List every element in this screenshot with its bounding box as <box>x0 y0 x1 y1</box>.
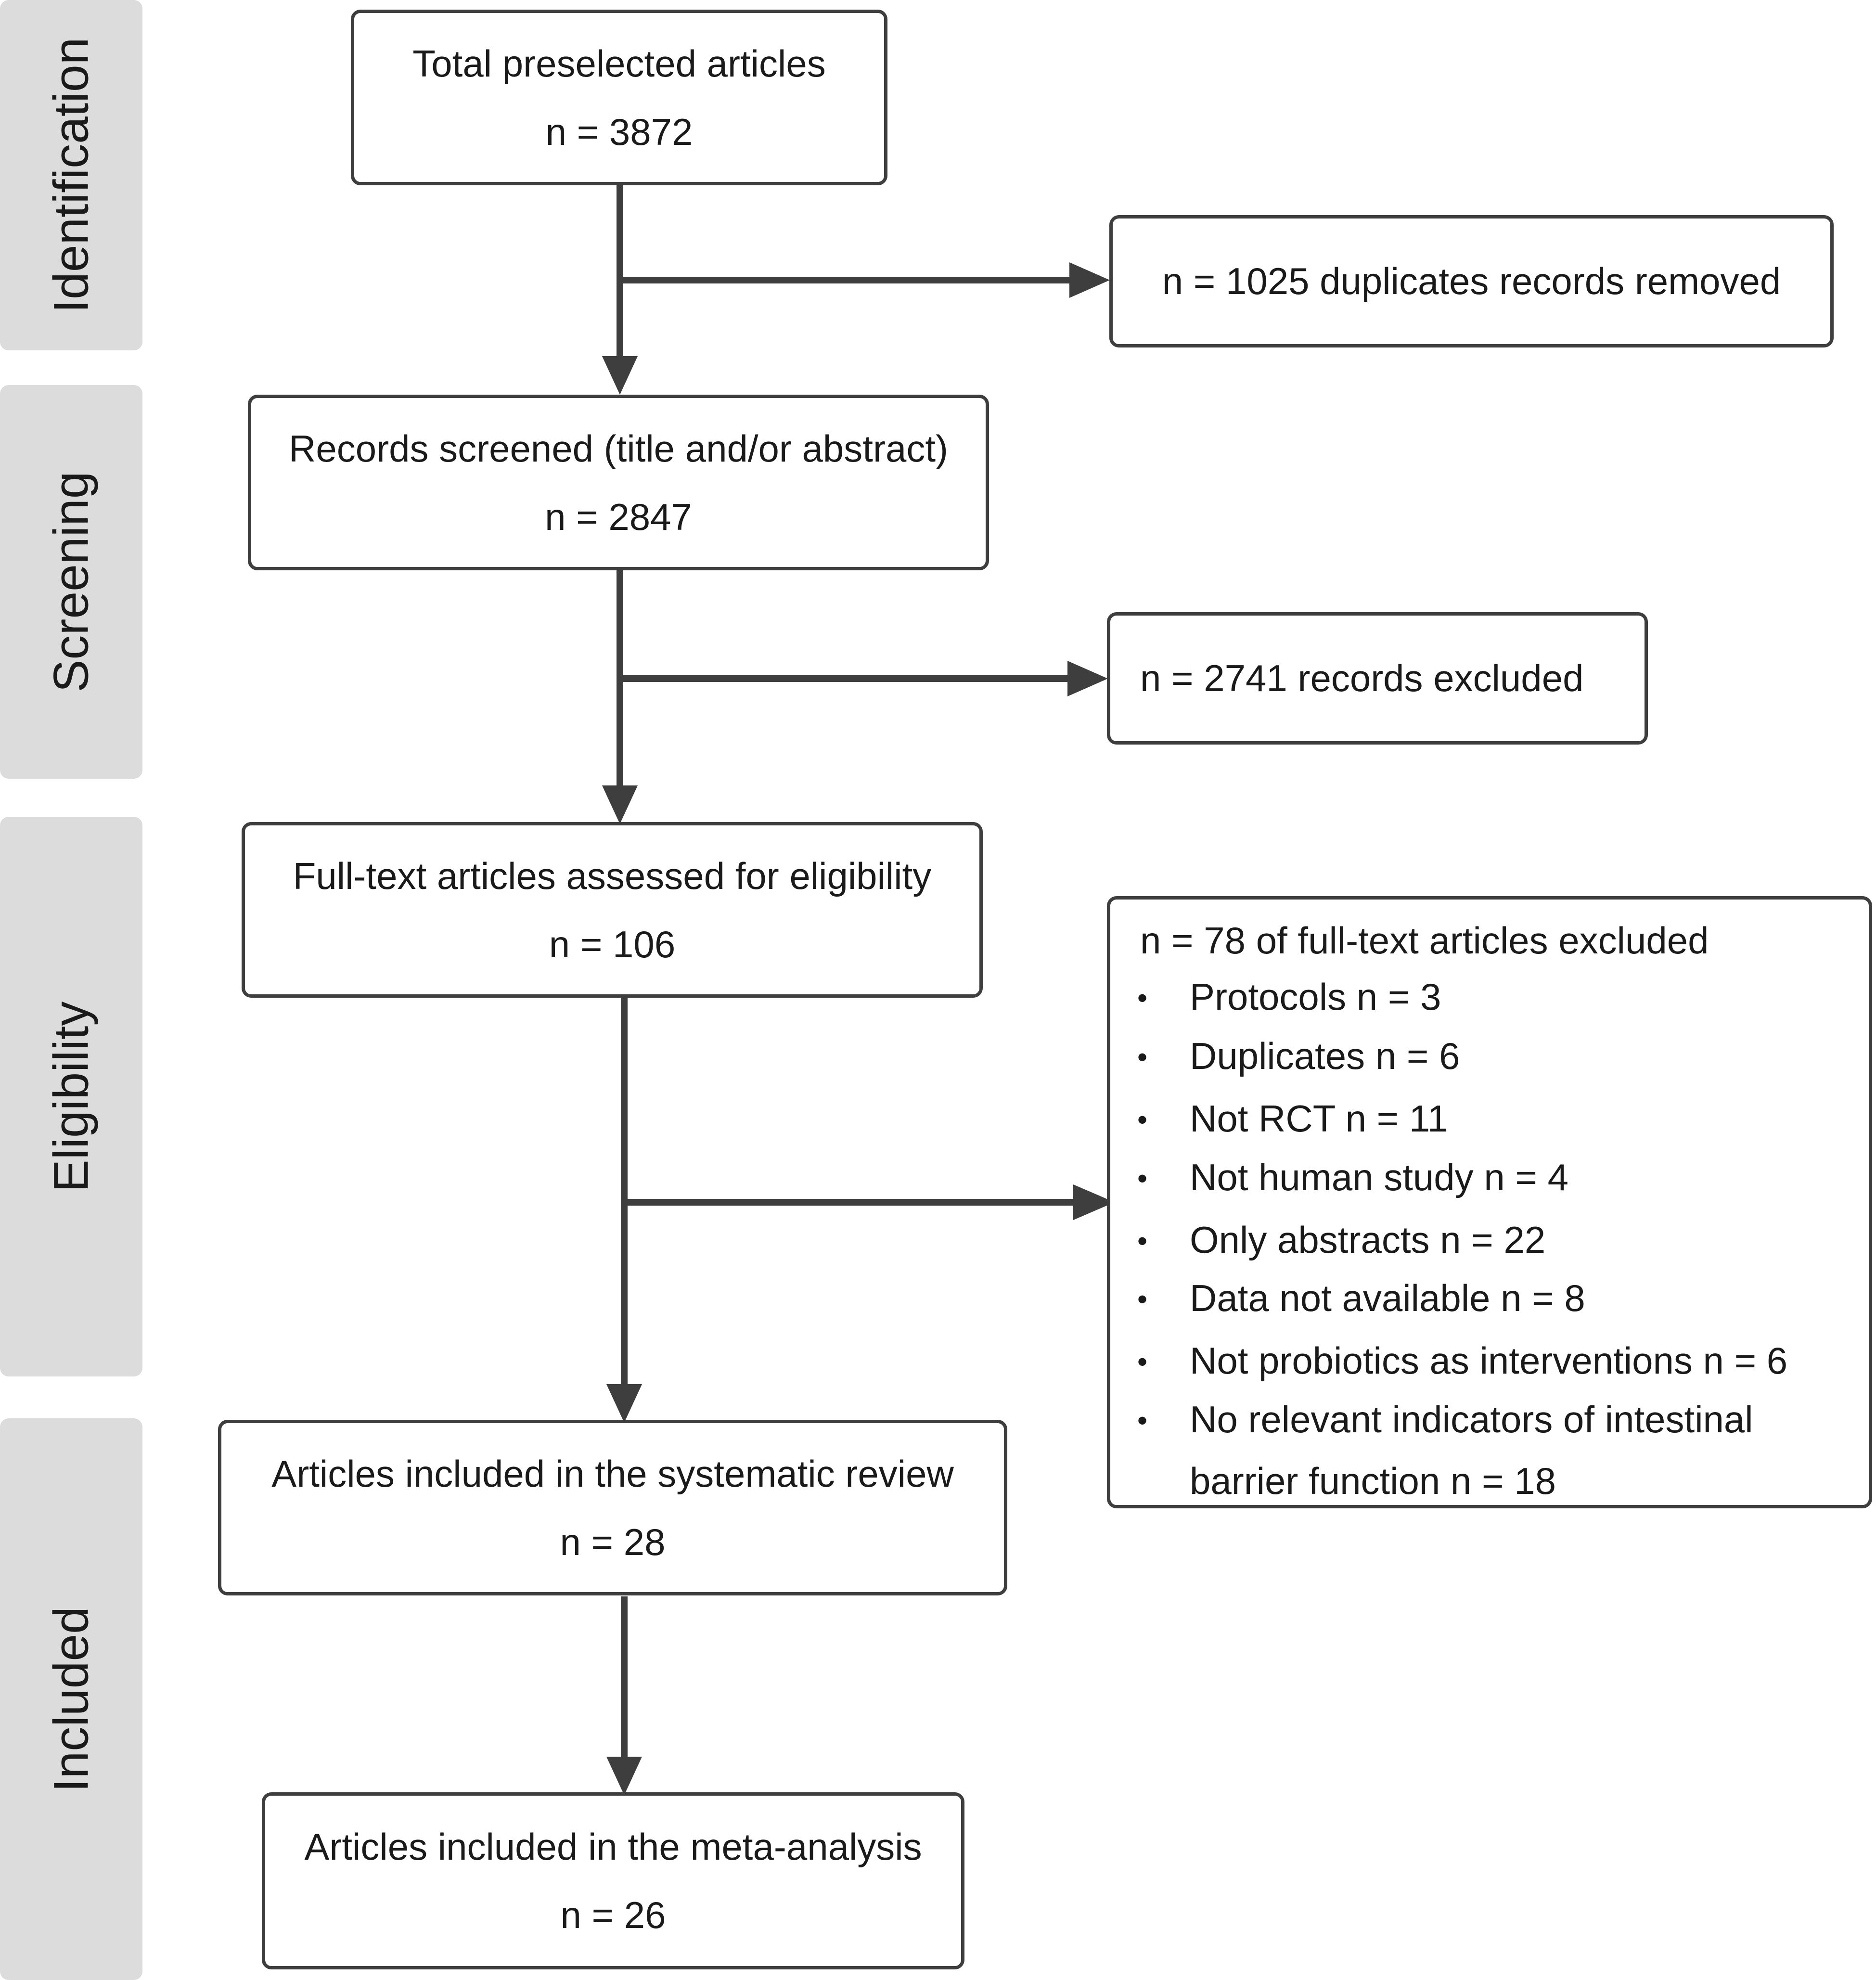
exclusion-reason-item: barrier function n = 18 <box>1190 1460 1556 1502</box>
box-duplicates-removed: n = 1025 duplicates records removed <box>1109 215 1834 347</box>
box-meta-count: n = 26 <box>560 1894 666 1936</box>
box-systematic-title: Articles included in the systematic revi… <box>271 1452 954 1495</box>
box-preselected: Total preselected articles n = 3872 <box>351 10 887 185</box>
exclusion-reason-item: No relevant indicators of intestinal <box>1190 1398 1753 1440</box>
box-meta-title: Articles included in the meta-analysis <box>304 1826 922 1868</box>
box-preselected-title: Total preselected articles <box>412 42 826 85</box>
box-fulltext-count: n = 106 <box>549 923 676 965</box>
arrowhead-to-screened <box>602 356 638 395</box>
box-preselected-count: n = 3872 <box>545 110 693 153</box>
exclusion-reason-item: Only abstracts n = 22 <box>1190 1219 1546 1261</box>
bullet-icon: • <box>1137 1225 1148 1257</box>
box-fulltext-title: Full-text articles assessed for eligibil… <box>293 854 932 897</box>
arrowhead-to-fulltext <box>602 785 638 824</box>
exclusion-reason-item: Data not available n = 8 <box>1190 1277 1585 1319</box>
exclusion-reason-item: Not probiotics as interventions n = 6 <box>1190 1339 1788 1382</box>
bullet-icon: • <box>1137 982 1148 1014</box>
bullet-icon: • <box>1137 1283 1148 1315</box>
duplicates-removed-text: n = 1025 duplicates records removed <box>1162 260 1781 302</box>
bullet-icon: • <box>1137 1346 1148 1378</box>
exclusion-reason-item: Protocols n = 3 <box>1190 976 1441 1018</box>
box-fulltext-excluded: n = 78 of full-text articles excluded • P… <box>1107 896 1872 1508</box>
exclusion-reason-item: Not human study n = 4 <box>1190 1156 1568 1198</box>
box-meta-analysis: Articles included in the meta-analysis n… <box>262 1792 964 1969</box>
arrowhead-to-duplicates <box>1069 262 1110 298</box>
bullet-icon: • <box>1137 1162 1148 1195</box>
bullet-icon: • <box>1137 1104 1148 1136</box>
exclusion-reason-item: Duplicates n = 6 <box>1190 1035 1460 1077</box>
arrowhead-to-systematic <box>606 1384 642 1423</box>
exclusion-reason-item: Not RCT n = 11 <box>1190 1097 1448 1140</box>
stage-bar-screening: Screening <box>0 385 142 779</box>
arrowhead-to-meta <box>606 1757 642 1795</box>
stage-bar-identification: Identification <box>0 0 142 350</box>
box-screened: Records screened (title and/or abstract)… <box>248 395 989 570</box>
stage-bar-included: Included <box>0 1418 142 1980</box>
bullet-icon: • <box>1137 1404 1148 1437</box>
box-records-excluded: n = 2741 records excluded <box>1107 612 1648 745</box>
arrowhead-to-excluded-fulltext <box>1073 1184 1115 1220</box>
bullet-icon: • <box>1137 1041 1148 1073</box>
records-excluded-text: n = 2741 records excluded <box>1140 657 1584 699</box>
box-screened-title: Records screened (title and/or abstract) <box>289 427 948 470</box>
box-fulltext: Full-text articles assessed for eligibil… <box>242 822 983 998</box>
box-systematic-count: n = 28 <box>560 1520 666 1563</box>
stage-bar-eligibility: Eligibility <box>0 817 142 1376</box>
arrowhead-to-excluded-records <box>1067 661 1108 696</box>
box-systematic-review: Articles included in the systematic revi… <box>218 1420 1007 1595</box>
fulltext-excluded-header: n = 78 of full-text articles excluded <box>1140 919 1709 962</box>
box-screened-count: n = 2847 <box>545 495 692 538</box>
